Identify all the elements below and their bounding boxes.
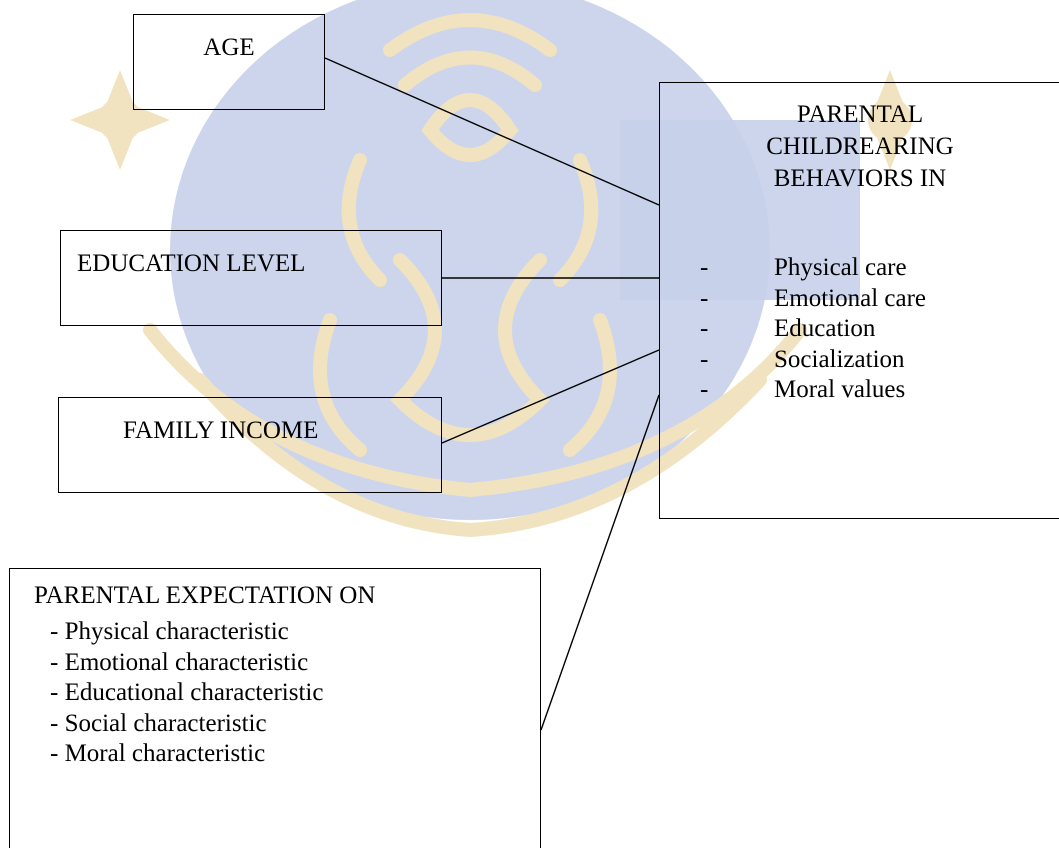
- list-item: - Moral characteristic: [50, 740, 266, 767]
- family-income-label: FAMILY INCOME: [123, 417, 319, 444]
- childrearing-behaviors-box: PARENTAL CHILDREARING BEHAVIORS IN - Phy…: [659, 82, 1059, 519]
- list-item-text: Education: [774, 315, 876, 342]
- list-dash: -: [700, 315, 709, 342]
- connector-age-to-outcome: [324, 57, 660, 206]
- list-item-text: Moral values: [774, 376, 906, 403]
- list-dash: -: [700, 254, 709, 281]
- title-line: CHILDREARING: [766, 133, 954, 160]
- list-item: - Social characteristic: [50, 709, 267, 737]
- childrearing-behaviors-title: PARENTAL CHILDREARING BEHAVIORS IN: [700, 99, 1020, 195]
- list-item-text: Physical care: [774, 254, 907, 281]
- age-label: AGE: [203, 34, 255, 61]
- list-item: - Educational characteristic: [50, 679, 324, 706]
- title-line: BEHAVIORS IN: [773, 165, 947, 192]
- education-level-box: EDUCATION LEVEL: [60, 230, 442, 326]
- connector-income-to-outcome: [441, 349, 660, 444]
- list-dash: -: [700, 345, 709, 373]
- list-item: - Emotional characteristic: [50, 648, 309, 676]
- age-box: AGE: [133, 14, 325, 110]
- parental-expectation-list: - Physical characteristic - Emotional ch…: [50, 617, 323, 770]
- list-dash: -: [700, 284, 709, 312]
- list-item-text: Emotional care: [774, 284, 927, 312]
- family-income-box: FAMILY INCOME: [58, 397, 442, 493]
- title-line: PARENTAL: [796, 101, 924, 128]
- education-level-label: EDUCATION LEVEL: [77, 250, 306, 277]
- connector-expectation-to-outcome: [540, 394, 660, 731]
- list-item: - Physical characteristic: [50, 618, 289, 645]
- parental-expectation-box: PARENTAL EXPECTATION ON - Physical chara…: [9, 568, 541, 848]
- parental-expectation-title: PARENTAL EXPECTATION ON: [34, 582, 376, 609]
- list-item-text: Socialization: [774, 345, 905, 373]
- list-dash: -: [700, 376, 709, 403]
